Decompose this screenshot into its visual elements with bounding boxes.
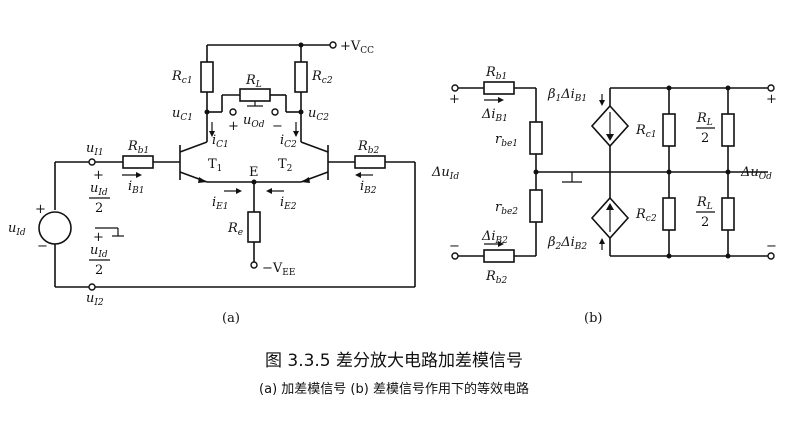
uod-label: uOd [243,113,265,130]
t2-label: T2 [278,157,292,174]
ui1-label: uI1 [86,141,104,158]
panel-b-labels: Rb1 ΔiB1 + rbe1 rbe2 ΔuId ΔiB2 Rb2 − β1Δ… [431,65,777,326]
b-rb2-resistor [483,249,515,263]
uid-minus: − [37,239,48,254]
duid-label: ΔuId [431,165,459,182]
rc1-resistor [200,61,214,93]
half-upper-den: 2 [95,201,103,216]
rl-half-2-num: RL [696,195,713,212]
node-e-label: E [249,165,259,180]
uid-plus: + [35,202,46,217]
rb1-label: Rb1 [127,139,149,156]
beta1-label: β1ΔiB1 [547,87,587,104]
rc2-label: Rc2 [311,69,333,86]
ie2-label: iE2 [280,195,297,212]
b-in-minus: − [449,239,460,254]
half-lower-num: uId [90,243,108,260]
beta2-label: β2ΔiB2 [547,235,587,252]
half-upper-plus: + [93,168,104,183]
vcc-label: +VCC [340,39,374,56]
b-out-plus: + [766,92,777,107]
b-rc2-label: Rc2 [635,207,657,224]
ic2-label: iC2 [280,133,297,150]
uod-plus: + [228,119,239,134]
uc2-label: uC2 [308,106,329,123]
vee-terminal [250,261,258,269]
b-rb1-resistor [483,81,515,95]
rl-label: RL [245,73,262,90]
b-rb2-label: Rb2 [485,269,508,286]
rbe2-resistor [529,189,543,223]
ui2-label: uI2 [86,291,104,308]
rb2-label: Rb2 [357,139,380,156]
figure-caption-title: 图 3.3.5 差分放大电路加差模信号 [265,351,523,371]
rb1-resistor [122,155,154,169]
rc1-label: Rc1 [171,69,193,86]
rbe1-resistor [529,121,543,155]
dib1-label: ΔiB1 [481,107,508,124]
b-rc1-label: Rc1 [635,123,657,140]
panel-b-label: (b) [584,311,602,326]
rbe1-label: rbe1 [495,132,518,149]
rl-half-2-resistor [721,197,735,231]
rb2-resistor [354,155,386,169]
ie1-label: iE1 [212,195,228,212]
b-rc2-resistor [662,197,676,231]
b-in-plus: + [449,92,460,107]
b-rb1-label: Rb1 [485,65,507,82]
uod-minus: − [272,119,283,134]
panel-a-label: (a) [222,311,240,326]
rl-half-2-den: 2 [701,215,709,230]
rbe2-label: rbe2 [495,200,518,217]
ic1-label: iC1 [212,133,229,150]
dib2-label: ΔiB2 [481,229,508,246]
ib2-label: iB2 [360,179,377,196]
rl-half-1-num: RL [696,111,713,128]
half-upper-num: uId [90,181,108,198]
uc1-label: uC1 [172,106,193,123]
panel-a-labels: +VCC Rc1 Rc2 RL uC1 uC2 + − uOd iC1 iC2 … [8,39,380,326]
vee-label: −VEE [262,261,295,278]
duod-label: ΔuOd [740,165,772,182]
panel-a-circuit [38,41,416,291]
rl-resistor [239,88,271,102]
uid-label: uId [8,221,26,238]
t1-label: T1 [208,157,222,174]
rc2-resistor [294,61,308,93]
b-out-minus: − [766,239,777,254]
rl-half-1-resistor [721,113,735,147]
re-label: Re [227,221,243,238]
half-lower-den: 2 [95,263,103,278]
half-lower-plus: + [93,230,104,245]
ib1-label: iB1 [128,179,145,196]
b-rc1-resistor [662,113,676,147]
panel-b-circuit [451,81,775,263]
figure-caption-subtitle: (a) 加差模信号 (b) 差模信号作用下的等效电路 [259,381,529,397]
vcc-terminal [329,41,337,49]
rl-half-1-den: 2 [701,131,709,146]
re-resistor [247,211,261,243]
